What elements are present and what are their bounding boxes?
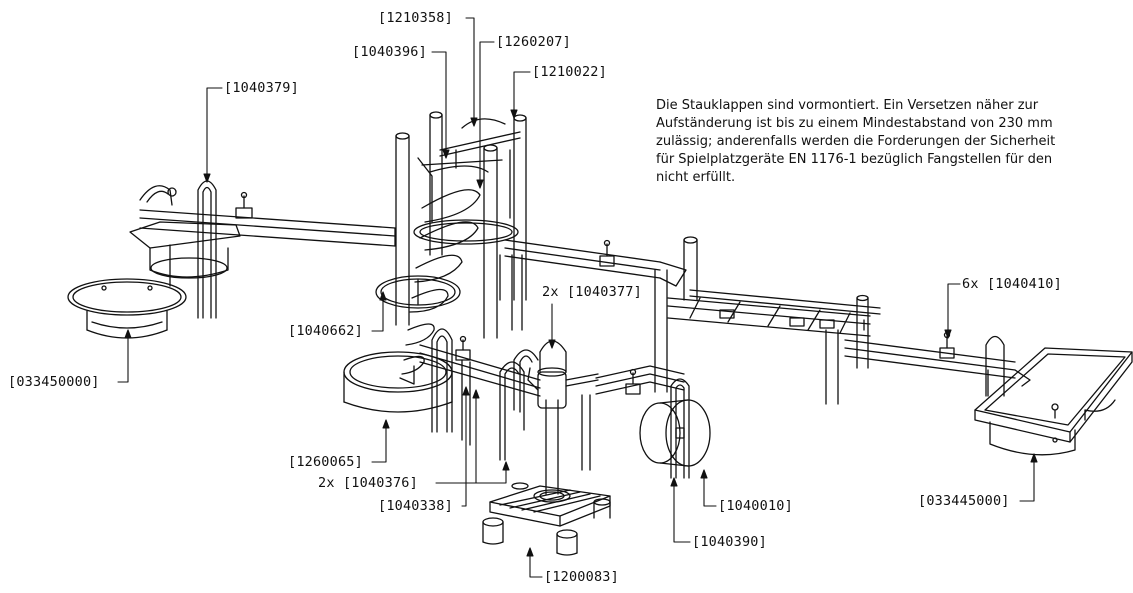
label-1040390: [1040390] <box>692 534 767 550</box>
round-basin-left <box>67 278 187 339</box>
funnel-basin-left <box>129 185 241 287</box>
label-033450000: [033450000] <box>8 374 100 390</box>
funnel-basin-lower <box>343 351 453 413</box>
note-line: Die Stauklappen sind vormontiert. Ein Ve… <box>656 98 1039 113</box>
label-1260065: [1260065] <box>288 454 363 470</box>
label-1200083: [1200083] <box>544 569 619 585</box>
label-1210022: [1210022] <box>532 64 607 80</box>
label-1040010: [1040010] <box>718 498 793 514</box>
gutter-drum <box>595 365 685 395</box>
channel-right <box>844 331 1016 397</box>
pipe-inverted-u-left <box>197 180 217 319</box>
channel-left <box>139 191 396 247</box>
ladder-frame <box>667 289 881 405</box>
pump-platform <box>482 340 611 556</box>
label-1040396: [1040396] <box>352 44 427 60</box>
note-line: für Spielplatzgeräte EN 1176-1 bezüglich… <box>656 152 1053 167</box>
steering-wheel <box>375 275 461 309</box>
assembly-note: Die Stauklappen sind vormontiert. Ein Ve… <box>656 97 1132 187</box>
leader-lines <box>117 17 1038 578</box>
rect-basin-right <box>974 347 1133 456</box>
channel-tower-right <box>504 236 698 393</box>
label-1040379: [1040379] <box>224 80 299 96</box>
gutter-lower <box>419 328 541 461</box>
water-drum <box>639 378 711 479</box>
label-1210358: [1210358] <box>378 10 453 26</box>
label-1260207: [1260207] <box>496 34 571 50</box>
label-1040377: 2x [1040377] <box>542 284 642 300</box>
note-line: zulässig; anderenfalls werden die Forder… <box>656 134 1056 149</box>
note-line: Aufständerung ist bis zu einem Mindestab… <box>656 116 1053 131</box>
label-1040376: 2x [1040376] <box>318 475 418 491</box>
label-1040338: [1040338] <box>378 498 453 514</box>
label-1040662: [1040662] <box>288 323 363 339</box>
label-1040410: 6x [1040410] <box>962 276 1062 292</box>
label-033445000: [033445000] <box>918 493 1010 509</box>
note-line: nicht erfüllt. <box>656 170 736 185</box>
